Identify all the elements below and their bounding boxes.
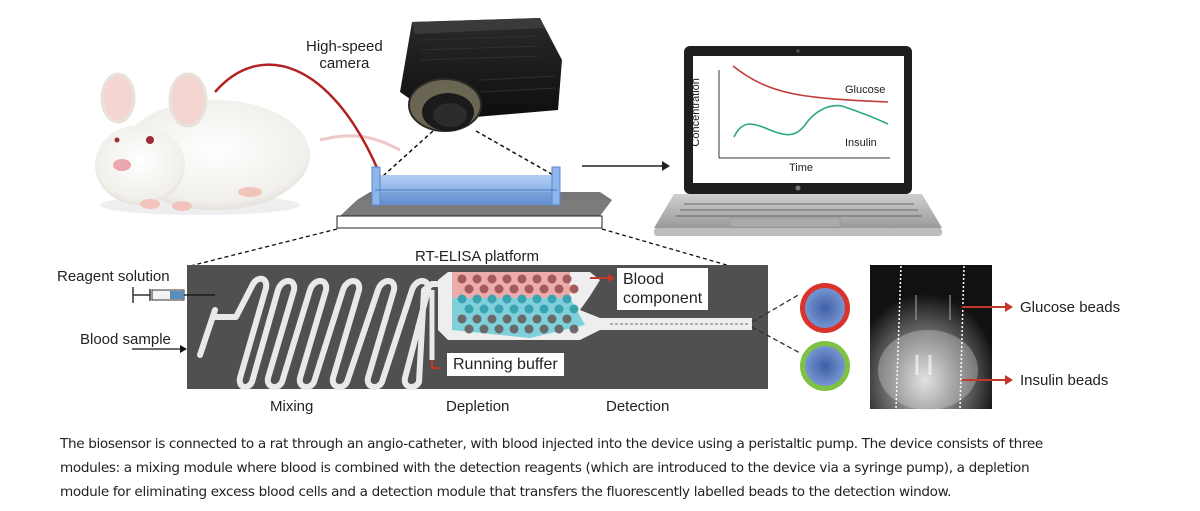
pillar: [509, 324, 519, 334]
pillar: [509, 284, 519, 294]
pillar: [487, 294, 497, 304]
catheter-line: [214, 63, 380, 171]
detection-label: Detection: [606, 398, 670, 415]
camera-label: High-speed camera: [306, 38, 383, 73]
pillar: [547, 294, 557, 304]
pillar: [457, 314, 467, 324]
pillar: [472, 294, 482, 304]
blood-sample-label: Blood sample: [80, 331, 171, 348]
screen-plot: [718, 65, 890, 159]
depletion-label: Depletion: [446, 398, 510, 415]
pillar: [479, 284, 489, 294]
pillar: [487, 274, 497, 284]
pillar: [472, 314, 482, 324]
pillar: [532, 274, 542, 284]
pillar: [524, 284, 534, 294]
depletion-pillars: [457, 274, 579, 334]
pillar: [554, 304, 564, 314]
pillar: [502, 274, 512, 284]
pillar: [517, 314, 527, 324]
pillar: [464, 304, 474, 314]
pillar: [494, 304, 504, 314]
caption-line: module for eliminating excess blood cell…: [60, 484, 952, 500]
plot-xlabel: Time: [789, 162, 814, 174]
mixing-channel: [197, 275, 448, 390]
pillar: [494, 324, 504, 334]
pillar: [569, 304, 579, 314]
pillar: [457, 294, 467, 304]
glucose-series-label: Glucose: [845, 84, 886, 96]
pillar: [502, 314, 512, 324]
pillar: [479, 304, 489, 314]
pillar: [494, 284, 504, 294]
mouse-illustration: [95, 72, 401, 215]
pillar: [524, 304, 534, 314]
pillar: [509, 304, 519, 314]
pillar: [562, 274, 572, 284]
insulin-beads-label: Insulin beads: [1020, 372, 1109, 389]
pillar: [539, 284, 549, 294]
caption-line: The biosensor is connected to a rat thro…: [60, 436, 1043, 452]
pillar: [472, 274, 482, 284]
glucose-curve: [732, 65, 889, 103]
figure-caption: The biosensor is connected to a rat thro…: [60, 432, 1160, 504]
high-speed-camera: [400, 18, 562, 132]
pillar: [569, 284, 579, 294]
fluorescence-image: [870, 265, 992, 410]
pillar: [569, 324, 579, 334]
glucose-beads-label: Glucose beads: [1020, 299, 1121, 316]
reagent-label: Reagent solution: [57, 268, 170, 285]
pillar: [547, 274, 557, 284]
pillar: [524, 324, 534, 334]
platform-label: RT-ELISA platform: [415, 248, 539, 265]
pillar: [562, 314, 572, 324]
device-platform: [336, 166, 612, 229]
pillar: [457, 274, 467, 284]
insulin-bead-icon: [800, 341, 850, 391]
laptop: [654, 46, 942, 236]
pillar: [464, 284, 474, 294]
pillar: [479, 324, 489, 334]
syringe-icon: [132, 287, 215, 303]
pillar: [562, 294, 572, 304]
insulin-curve: [733, 104, 889, 138]
pillar: [464, 324, 474, 334]
insulin-series-label: Insulin: [845, 137, 877, 149]
pillar: [502, 294, 512, 304]
glucose-bead-icon: [800, 283, 850, 333]
pillar: [517, 294, 527, 304]
mixing-label: Mixing: [270, 398, 314, 415]
pillar: [532, 314, 542, 324]
blood-component-label: Blood component: [617, 268, 709, 311]
pillar: [554, 284, 564, 294]
pillar: [517, 274, 527, 284]
pillar: [547, 314, 557, 324]
running-buffer-label: Running buffer: [447, 353, 564, 377]
pillar: [554, 324, 564, 334]
pillar: [539, 304, 549, 314]
plot-ylabel: Concentration: [689, 78, 702, 147]
pillar: [539, 324, 549, 334]
pillar: [532, 294, 542, 304]
caption-line: modules: a mixing module where blood is …: [60, 460, 1030, 476]
pillar: [487, 314, 497, 324]
